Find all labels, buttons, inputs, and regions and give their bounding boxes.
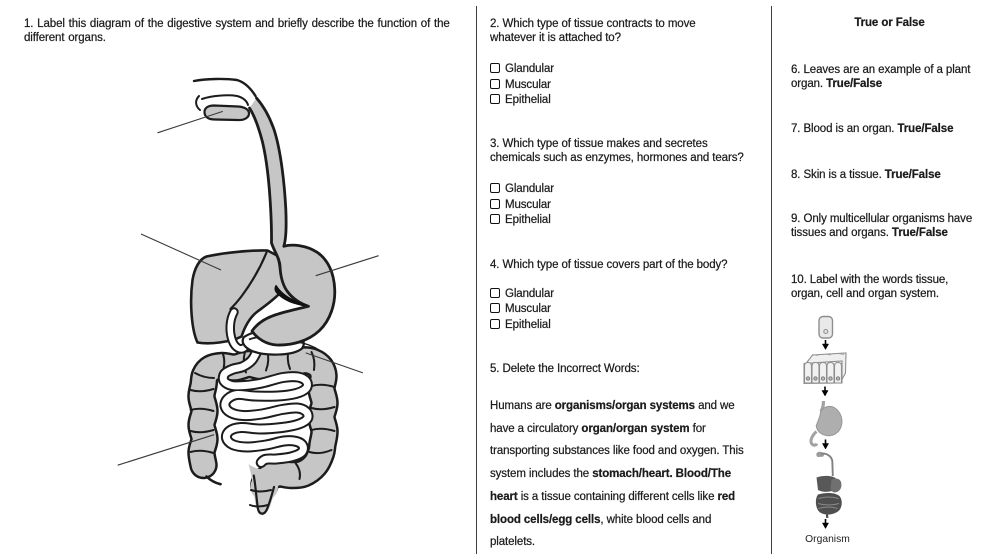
- svg-text:Organism: Organism: [805, 534, 850, 545]
